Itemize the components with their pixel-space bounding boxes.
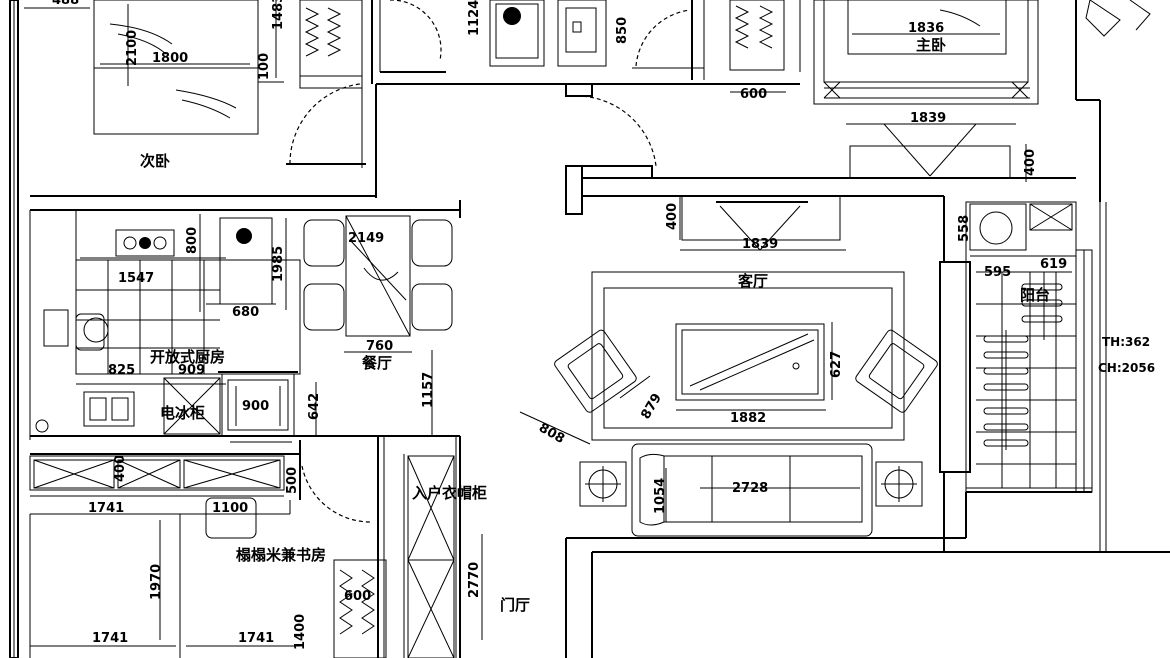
- dim-1985: 1985: [271, 246, 286, 282]
- dim-1839-top: 1839: [910, 111, 946, 126]
- balcony: [969, 203, 1076, 488]
- dimension-labels: 488 2100 1800 100 1483 1124 850 600 1836…: [52, 0, 1067, 650]
- dim-900: 900: [242, 399, 269, 414]
- balcony-grid: [976, 272, 1076, 488]
- dim-500: 500: [285, 467, 300, 494]
- living-room: [519, 195, 938, 537]
- study: [29, 455, 387, 658]
- dim-1741-top: 1741: [88, 501, 124, 516]
- dim-850: 850: [615, 17, 630, 44]
- dim-627: 627: [829, 351, 844, 378]
- dim-600: 600: [740, 87, 767, 102]
- label-study: 榻榻米兼书房: [236, 546, 326, 564]
- dim-1100: 1100: [212, 501, 248, 516]
- note-ch: CH:2056: [1098, 361, 1155, 375]
- dim-1800: 1800: [152, 51, 188, 66]
- dim-2100: 2100: [125, 30, 140, 66]
- dim-600-study: 600: [344, 589, 371, 604]
- dim-1741-right: 1741: [238, 631, 274, 646]
- label-balcony: 阳台: [1020, 286, 1050, 304]
- walls: [9, 0, 1170, 658]
- dim-879: 879: [638, 391, 665, 422]
- dining: [303, 215, 453, 436]
- dim-1157: 1157: [421, 372, 436, 408]
- label-master-bedroom: 主卧: [916, 36, 946, 54]
- dim-1054: 1054: [653, 478, 668, 514]
- dim-1124: 1124: [467, 0, 482, 36]
- dim-2728: 2728: [732, 481, 768, 496]
- dim-909: 909: [178, 363, 205, 378]
- dim-1400: 1400: [293, 614, 308, 650]
- dim-619: 619: [1040, 257, 1067, 272]
- dim-825: 825: [108, 363, 135, 378]
- dim-1483: 1483: [271, 0, 286, 30]
- dim-2149: 2149: [348, 231, 384, 246]
- dim-595: 595: [984, 265, 1011, 280]
- entry-wardrobe: [407, 455, 483, 658]
- dim-400-top: 400: [1023, 149, 1038, 176]
- dim-400-living: 400: [665, 203, 680, 230]
- dim-1547: 1547: [118, 271, 154, 286]
- dim-558: 558: [957, 215, 972, 242]
- label-second-bedroom: 次卧: [140, 152, 170, 170]
- dim-100: 100: [257, 53, 272, 80]
- note-th: TH:362: [1102, 335, 1150, 349]
- dim-760: 760: [366, 339, 393, 354]
- dim-808: 808: [536, 420, 567, 447]
- bathroom: [379, 0, 801, 167]
- dim-1970: 1970: [149, 564, 164, 600]
- dim-488: 488: [52, 0, 79, 8]
- label-living-room: 客厅: [737, 272, 768, 290]
- dim-800: 800: [185, 227, 200, 254]
- hangers: [983, 272, 1063, 450]
- dim-680: 680: [232, 305, 259, 320]
- label-fridge: 电冰柜: [160, 404, 205, 422]
- room-labels: 次卧 主卧 客厅 阳台 开放式厨房 餐厅 电冰柜 榻榻米兼书房 入户衣帽柜 门厅: [140, 36, 1050, 614]
- label-entry-wardrobe: 入户衣帽柜: [412, 484, 487, 502]
- second-bedroom: [24, 0, 366, 168]
- master-bedroom: [813, 0, 1151, 182]
- dim-400-study: 400: [113, 455, 128, 482]
- dim-1839-living: 1839: [742, 237, 778, 252]
- dim-1741-left: 1741: [92, 631, 128, 646]
- kitchen: [35, 214, 317, 443]
- dim-642: 642: [307, 393, 322, 420]
- side-notes: TH:362 CH:2056: [1098, 335, 1155, 375]
- label-dining-room: 餐厅: [362, 354, 392, 372]
- label-entrance: 门厅: [500, 596, 530, 614]
- dim-1836: 1836: [908, 21, 944, 36]
- label-kitchen: 开放式厨房: [150, 348, 225, 366]
- dim-2770: 2770: [467, 562, 482, 598]
- dim-1882: 1882: [730, 411, 766, 426]
